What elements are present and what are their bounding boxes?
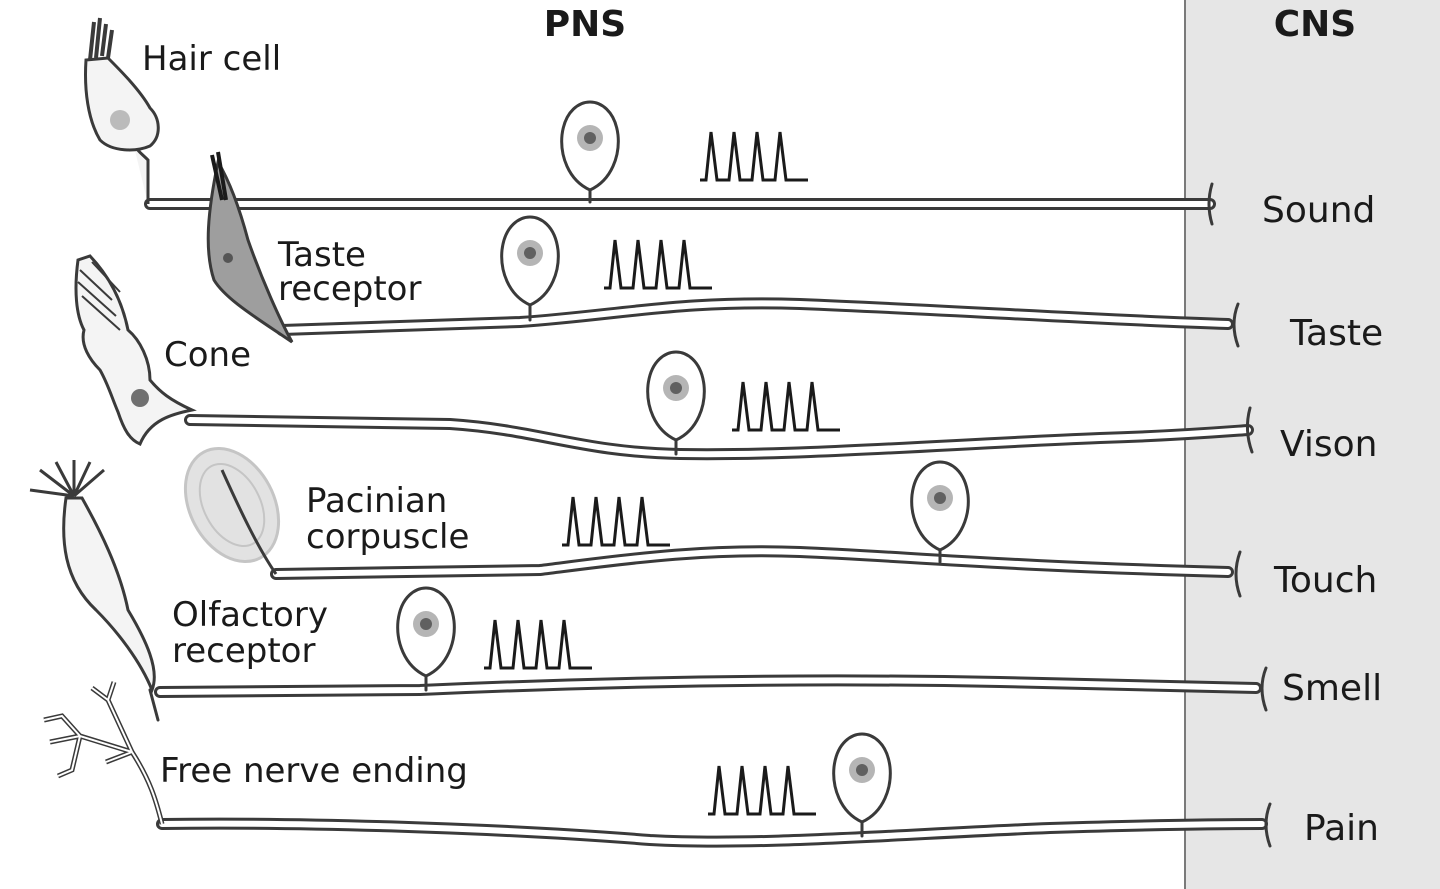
pacinian-label-line1: Pacinian bbox=[306, 481, 447, 521]
pns-header: PNS bbox=[544, 4, 626, 45]
hair-cell-icon bbox=[84, 17, 160, 152]
cns-region bbox=[1185, 0, 1440, 889]
touch-label: Touch bbox=[1273, 560, 1377, 601]
synaptic-terminal bbox=[1264, 802, 1272, 848]
free-nerve-ending-icon bbox=[43, 681, 165, 825]
touch-pathway bbox=[183, 446, 1242, 598]
pacinian-label-line2: corpuscle bbox=[306, 517, 469, 557]
olfactory-receptor-icon bbox=[29, 460, 160, 722]
smell-pathway bbox=[29, 460, 1268, 722]
smell-label: Smell bbox=[1282, 668, 1382, 709]
synaptic-terminal bbox=[1260, 666, 1268, 712]
action-potential-train bbox=[560, 495, 672, 547]
hair-cell-label: Hair cell bbox=[142, 39, 281, 79]
vision-pathway bbox=[74, 254, 1254, 461]
neuron-soma bbox=[396, 586, 456, 678]
synaptic-terminal bbox=[1245, 406, 1254, 454]
olfactory-label-line1: Olfactory bbox=[172, 595, 328, 635]
sound-pathway bbox=[84, 17, 1216, 226]
neuron-soma bbox=[646, 350, 706, 442]
taste-pathway bbox=[206, 151, 1240, 348]
pain-pathway bbox=[43, 681, 1272, 848]
pacinian-corpuscle-icon bbox=[183, 446, 281, 575]
cns-header: CNS bbox=[1274, 4, 1356, 45]
cone-icon bbox=[74, 254, 197, 446]
synaptic-terminal bbox=[1207, 182, 1214, 226]
action-potential-train bbox=[706, 764, 818, 816]
free-nerve-label: Free nerve ending bbox=[160, 751, 468, 791]
vision-label: Vison bbox=[1280, 424, 1377, 465]
synaptic-terminal bbox=[1232, 302, 1240, 348]
cone-label: Cone bbox=[164, 335, 251, 375]
taste-receptor-label-line1: Taste bbox=[277, 235, 366, 275]
neuron-soma bbox=[500, 215, 560, 307]
action-potential-train bbox=[602, 238, 714, 290]
neuron-soma bbox=[832, 732, 892, 824]
synaptic-terminal bbox=[1234, 550, 1242, 598]
taste-receptor-icon bbox=[206, 151, 294, 344]
neuron-soma bbox=[910, 460, 970, 552]
taste-label: Taste bbox=[1289, 313, 1383, 354]
pain-label: Pain bbox=[1304, 808, 1379, 849]
action-potential-train bbox=[482, 618, 594, 670]
taste-receptor-label-line2: receptor bbox=[278, 269, 421, 309]
neuron-soma bbox=[560, 100, 620, 192]
action-potential-train bbox=[698, 130, 810, 182]
sound-label: Sound bbox=[1262, 190, 1375, 231]
action-potential-train bbox=[730, 380, 842, 432]
olfactory-label-line2: receptor bbox=[172, 631, 315, 671]
